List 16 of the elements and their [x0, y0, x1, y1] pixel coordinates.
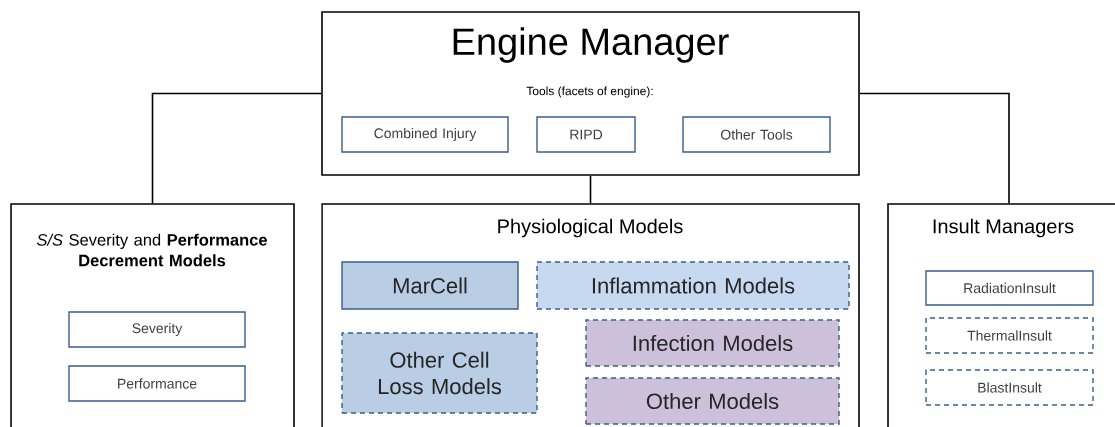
model-box: Other Cell Loss Models [341, 332, 538, 414]
model-box: Other Models [585, 377, 840, 425]
tool-box: ThermalInsult [925, 317, 1094, 354]
model-box: Infection Models [585, 319, 840, 367]
tool-box: BlastInsult [925, 369, 1094, 406]
tool-box: RIPD [536, 116, 636, 153]
model-box: MarCell [341, 261, 519, 310]
connector-line [589, 175, 592, 204]
connector-line [859, 92, 1010, 204]
tool-box: Performance [68, 365, 246, 402]
tool-box: Severity [68, 311, 246, 348]
tool-box: Other Tools [682, 116, 831, 153]
tool-box: RadiationInsult [925, 270, 1094, 306]
tool-box: Combined Injury [341, 116, 509, 153]
model-box: Inflammation Models [536, 261, 850, 310]
connector-line [151, 92, 322, 204]
